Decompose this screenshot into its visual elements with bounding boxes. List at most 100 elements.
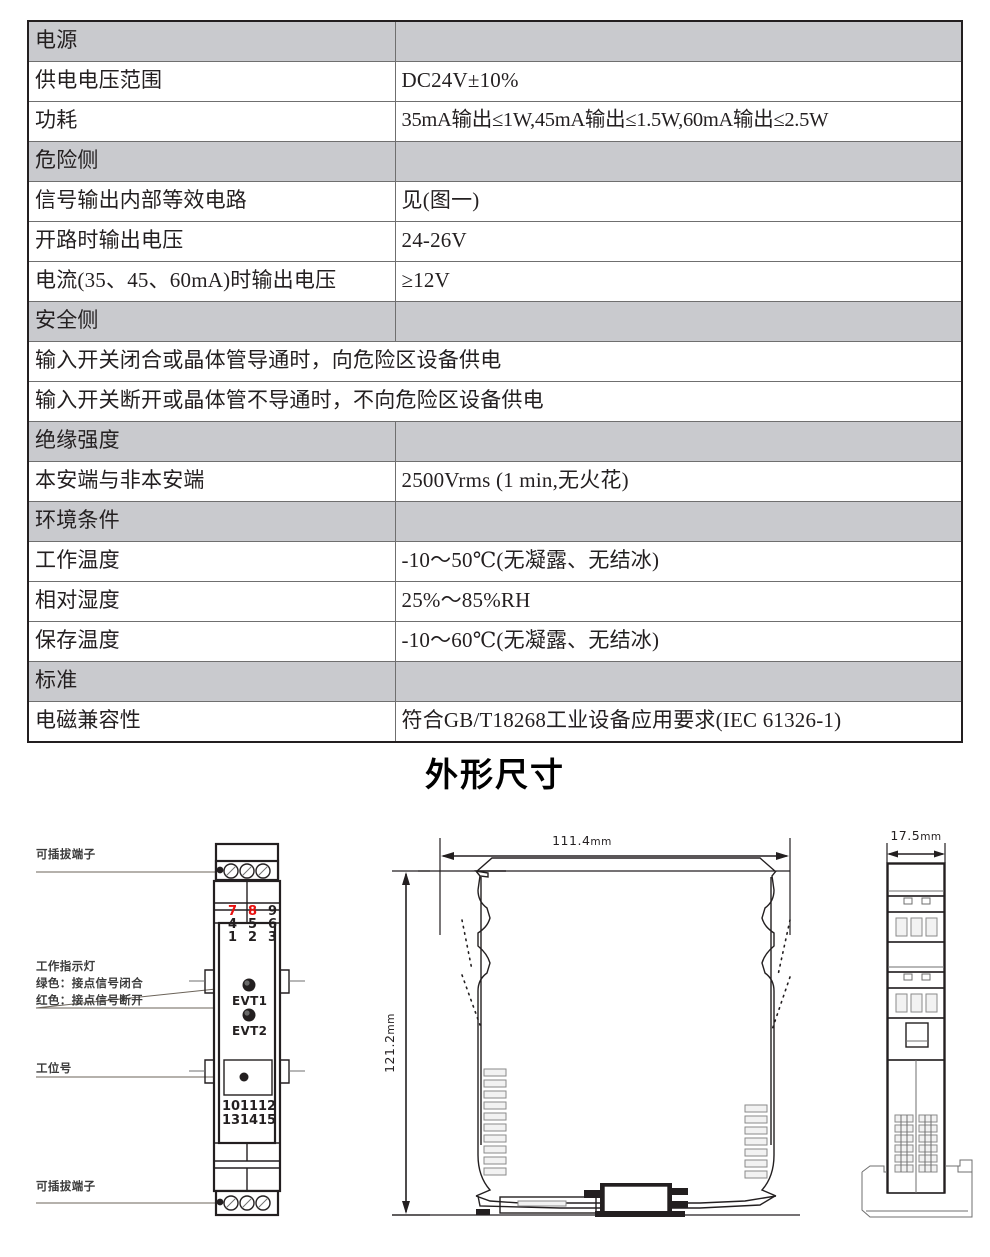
terminal-number-2: 2 — [248, 930, 257, 945]
page-title: 外形尺寸 — [425, 755, 565, 794]
led-evt1-icon — [242, 978, 256, 992]
row-value-power-consumption: 35mA输出≤1W,45mA输出≤1.5W,60mA输出≤2.5W — [394, 101, 962, 142]
callout-leader-lines — [35, 871, 236, 1204]
section-label-insulation: 绝缘强度 — [28, 421, 395, 462]
end-width-dimension: 17.5mm — [886, 828, 946, 863]
callout-indicator-title: 工作指示灯 — [36, 959, 96, 973]
terminal-number-12: 12 — [258, 1099, 276, 1114]
terminal-screw-icons-top — [216, 863, 271, 879]
terminal-number-5: 5 — [248, 917, 257, 932]
terminal-number-13: 13 — [222, 1113, 240, 1128]
callout-bottom-terminal: 可插拔端子 — [36, 1179, 96, 1193]
module-body — [212, 879, 282, 1193]
section-value-hazardous-side — [394, 141, 962, 182]
led-label-evt1: EVT1 — [232, 994, 267, 1008]
height-dimension-121: 121.2mm — [382, 870, 430, 1216]
specification-table-container: 电源 供电电压范围 DC24V±10% 功耗 35mA输出≤1W,45mA输出≤… — [27, 20, 963, 743]
table-section-row-safe-side: 安全侧 — [28, 301, 962, 342]
section-label-safe-side: 安全侧 — [28, 301, 395, 342]
row-label-switch-open: 输入开关断开或晶体管不导通时，不向危险区设备供电 — [28, 381, 962, 422]
end-view-din-rail — [861, 1159, 973, 1218]
vent-slots-right — [744, 1104, 768, 1179]
table-row-relative-humidity: 相对湿度 25%～85%RH — [28, 581, 962, 622]
end-view-vent-grid-left — [894, 1114, 914, 1173]
tag-number-dot-icon — [239, 1072, 249, 1082]
row-value-open-circuit-voltage: 24-26V — [394, 221, 962, 262]
row-value-equivalent-circuit: 见(图一) — [394, 181, 962, 222]
row-value-operating-temperature: -10～50℃(无凝露、无结冰) — [394, 541, 962, 582]
table-section-row-environment: 环境条件 — [28, 501, 962, 542]
bottom-terminal-block — [214, 1189, 280, 1217]
table-section-row-power: 电源 — [28, 21, 962, 62]
row-value-intrinsic-to-nonintrinsic: 2500Vrms (1 min,无火花) — [394, 461, 962, 502]
table-section-row-hazardous-side: 危险侧 — [28, 141, 962, 182]
terminal-number-3: 3 — [268, 930, 277, 945]
table-row-storage-temperature: 保存温度 -10～60℃(无凝露、无结冰) — [28, 621, 962, 662]
row-label-open-circuit-voltage: 开路时输出电压 — [28, 221, 395, 262]
section-label-standards: 标准 — [28, 661, 395, 702]
row-label-intrinsic-to-nonintrinsic: 本安端与非本安端 — [28, 461, 395, 502]
row-value-current-output-voltage: ≥12V — [394, 261, 962, 302]
top-terminal-block — [214, 842, 280, 882]
specification-table: 电源 供电电压范围 DC24V±10% 功耗 35mA输出≤1W,45mA输出≤… — [27, 20, 963, 743]
table-row-switch-open: 输入开关断开或晶体管不导通时，不向危险区设备供电 — [28, 381, 962, 422]
table-row-operating-temperature: 工作温度 -10～50℃(无凝露、无结冰) — [28, 541, 962, 582]
callout-indicator-green: 绿色：接点信号闭合 — [36, 976, 143, 990]
section-value-power — [394, 21, 962, 62]
terminal-number-4: 4 — [228, 917, 237, 932]
terminal-screw-icons-bottom — [216, 1195, 271, 1211]
section-label-hazardous-side: 危险侧 — [28, 141, 395, 182]
tag-number-window — [223, 1059, 273, 1096]
width-dimension-label: 111.4mm — [552, 833, 612, 848]
row-label-storage-temperature: 保存温度 — [28, 621, 395, 662]
table-row-equivalent-circuit: 信号输出内部等效电路 见(图一) — [28, 181, 962, 222]
table-section-row-insulation: 绝缘强度 — [28, 421, 962, 462]
width-dimension-111: 111.4mm — [439, 833, 791, 935]
front-view-drawing: 7 8 9 4 5 6 1 2 3 EVT1 EVT2 10 11 — [35, 842, 305, 1217]
terminal-number-15: 15 — [258, 1113, 276, 1128]
vent-slots-left — [483, 1068, 507, 1176]
din-rail-connector — [476, 1183, 688, 1217]
terminal-number-7: 7 — [228, 904, 237, 919]
terminal-number-grid-bottom: 10 11 12 13 14 15 — [222, 1099, 276, 1128]
end-width-dimension-label: 17.5mm — [890, 828, 941, 843]
led-label-evt2: EVT2 — [232, 1024, 267, 1038]
callout-top-terminal: 可插拔端子 — [36, 847, 96, 861]
row-label-emc: 电磁兼容性 — [28, 701, 395, 742]
table-row-supply-voltage: 供电电压范围 DC24V±10% — [28, 61, 962, 102]
table-row-intrinsic-to-nonintrinsic: 本安端与非本安端 2500Vrms (1 min,无火花) — [28, 461, 962, 502]
table-row-current-output-voltage: 电流(35、45、60mA)时输出电压 ≥12V — [28, 261, 962, 302]
row-label-operating-temperature: 工作温度 — [28, 541, 395, 582]
row-value-storage-temperature: -10～60℃(无凝露、无结冰) — [394, 621, 962, 662]
table-row-power-consumption: 功耗 35mA输出≤1W,45mA输出≤1.5W,60mA输出≤2.5W — [28, 101, 962, 142]
status-led-group: EVT1 EVT2 — [232, 978, 267, 1038]
terminal-number-8: 8 — [248, 904, 257, 919]
terminal-number-10: 10 — [222, 1099, 240, 1114]
side-view-drawing: 111.4mm 121.2mm — [382, 833, 800, 1217]
row-label-relative-humidity: 相对湿度 — [28, 581, 395, 622]
side-clip-nubs — [189, 969, 305, 1084]
terminal-number-9: 9 — [268, 904, 277, 919]
terminal-number-11: 11 — [240, 1099, 258, 1114]
row-value-relative-humidity: 25%～85%RH — [394, 581, 962, 622]
section-value-insulation — [394, 421, 962, 462]
end-view-vent-grid-right — [918, 1114, 938, 1173]
side-profile-outline — [461, 857, 791, 1209]
row-value-emc: 符合GB/T18268工业设备应用要求(IEC 61326-1) — [394, 701, 962, 742]
led-evt2-icon — [242, 1008, 256, 1022]
section-value-standards — [394, 661, 962, 702]
section-label-environment: 环境条件 — [28, 501, 395, 542]
terminal-number-1: 1 — [228, 930, 237, 945]
end-view-drawing: 17.5mm — [861, 828, 973, 1218]
dimension-drawings: 7 8 9 4 5 6 1 2 3 EVT1 EVT2 10 11 — [0, 815, 990, 1245]
row-label-current-output-voltage: 电流(35、45、60mA)时输出电压 — [28, 261, 395, 302]
section-value-safe-side — [394, 301, 962, 342]
table-row-open-circuit-voltage: 开路时输出电压 24-26V — [28, 221, 962, 262]
specification-table-body: 电源 供电电压范围 DC24V±10% 功耗 35mA输出≤1W,45mA输出≤… — [28, 21, 962, 742]
row-label-supply-voltage: 供电电压范围 — [28, 61, 395, 102]
led-evt2-highlight — [244, 1010, 250, 1016]
row-label-switch-closed: 输入开关闭合或晶体管导通时，向危险区设备供电 — [28, 341, 962, 382]
table-row-switch-closed: 输入开关闭合或晶体管导通时，向危险区设备供电 — [28, 341, 962, 382]
table-section-row-standards: 标准 — [28, 661, 962, 702]
callout-indicator-red: 红色：接点信号断开 — [36, 993, 143, 1007]
